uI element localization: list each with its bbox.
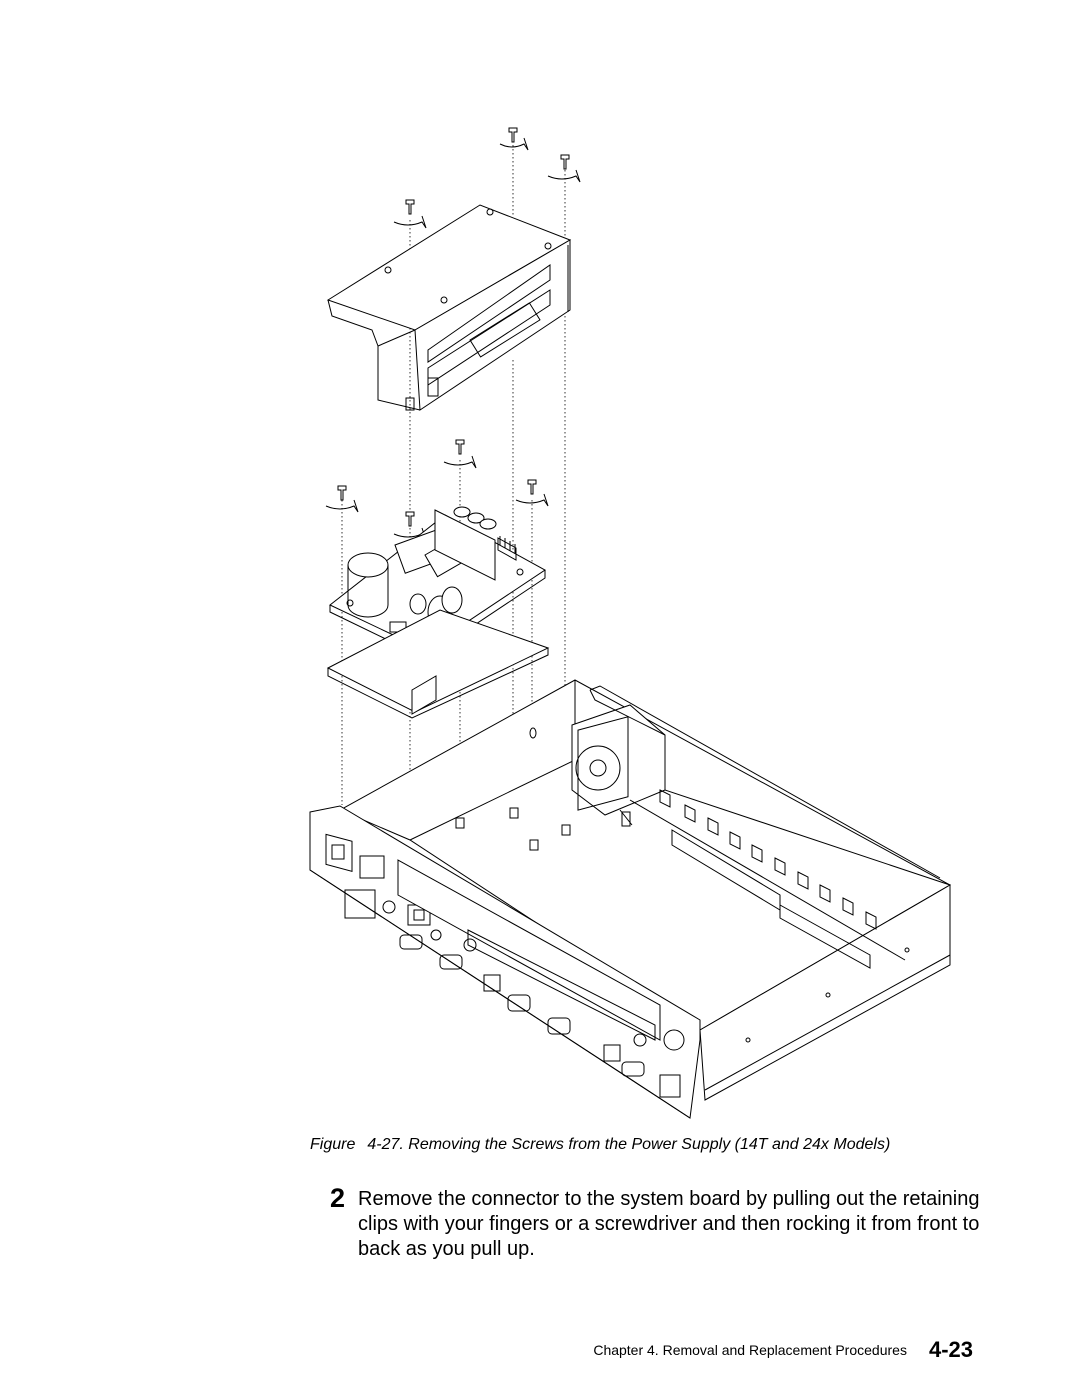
power-supply-board [330, 507, 545, 658]
step-number: 2 [330, 1183, 346, 1213]
screw-icon [326, 486, 358, 512]
screw-icon [394, 200, 426, 228]
system-chassis [310, 680, 950, 1118]
figure-caption: Figure 4-27. Removing the Screws from the… [310, 1136, 890, 1154]
insulator-plate [328, 610, 548, 718]
figure-label: Figure [310, 1136, 356, 1153]
screw-icon [500, 128, 528, 150]
page-number: 4-23 [928, 1337, 973, 1362]
standoffs [456, 808, 570, 850]
power-supply-removal-diagram [300, 115, 980, 1130]
screw-icon [516, 480, 548, 506]
supply-cover-bracket [328, 205, 570, 410]
figure-caption-text: 4-27. Removing the Screws from the Power… [367, 1136, 891, 1153]
screw-icon [548, 155, 580, 182]
retaining-clips [660, 790, 876, 929]
step-text: Remove the connector to the system board… [358, 1188, 980, 1260]
screw-icon [444, 440, 476, 468]
chapter-title: Chapter 4. Removal and Replacement Proce… [593, 1342, 907, 1358]
page-footer: Chapter 4. Removal and Replacement Proce… [593, 1337, 973, 1363]
